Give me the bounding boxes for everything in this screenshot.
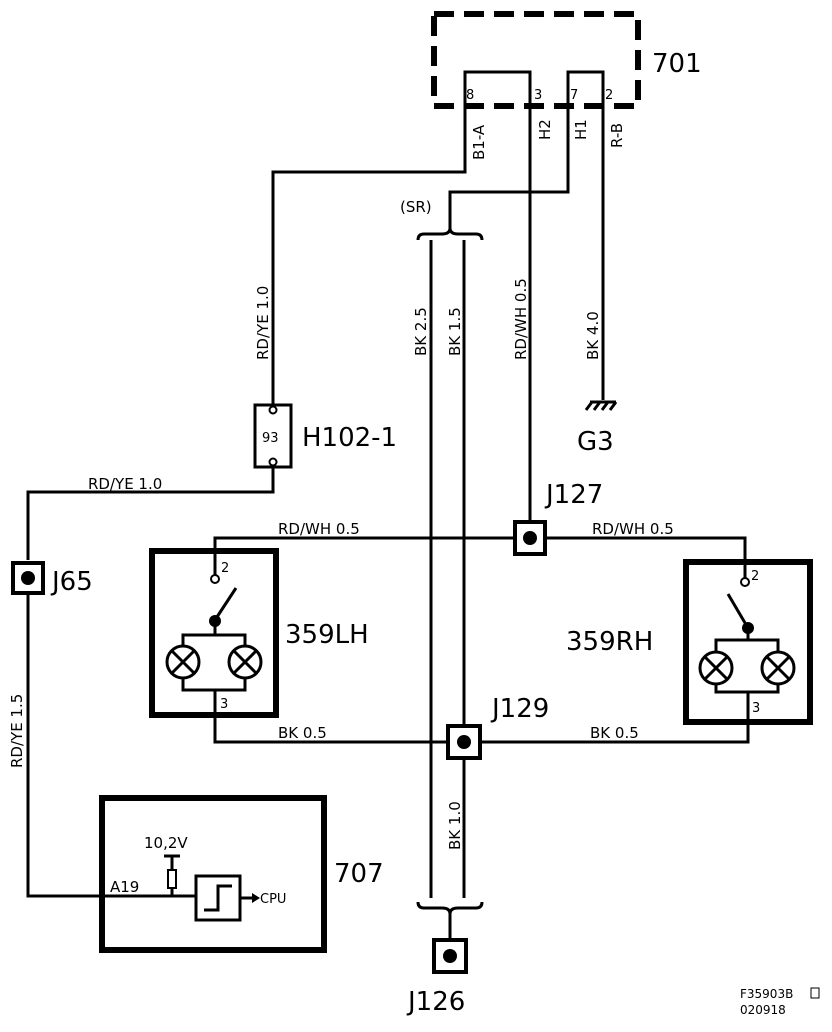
connector-h102-pin: 93 [262,431,279,446]
ground-hatch-3 [600,401,610,411]
wire-bk-rh-j129 [480,692,750,744]
lamp-rh-switch-blade [726,593,750,629]
wire-rdye-h102-j65 [26,467,275,560]
sr-brace-bottom [416,901,484,915]
lamp-lh-pin-bottom: 3 [220,697,228,712]
wire-rdye-701-h102 [271,100,467,405]
splice-j127-dot [523,531,537,545]
component-701-label: 701 [652,49,702,79]
connector-h102 [253,403,293,469]
lamp-lh-switch-blade [213,587,238,621]
module-707-output: CPU [260,892,286,907]
pin-loop-7-2 [566,70,605,100]
lamp-rh-bulb-1-x2 [703,655,729,681]
connector-h102-pin-top [268,405,278,415]
wire-label-rdwh-05-v: RD/WH 0.5 [512,278,530,360]
wire-bk-lh-j129 [213,690,448,744]
splice-j126-label: J126 [406,987,465,1017]
wire-label-rdye-10-h: RD/YE 1.0 [88,475,162,493]
lamp-lh-bulb-1-x2 [170,649,196,675]
wire-label-bk-05-r: BK 0.5 [590,724,639,742]
sr-label: (SR) [400,198,432,216]
wire-label-rdye-15: RD/YE 1.5 [8,694,26,768]
splice-j65-label: J65 [50,567,93,597]
wire-label-bk-15: BK 1.5 [446,307,464,356]
ground-hatch-4 [608,401,618,411]
lamp-rh-frame [714,628,780,694]
splice-j65-dot [21,571,35,585]
wire-label-rdye-10: RD/YE 1.0 [254,286,272,360]
signal-b1a: B1-A [470,124,488,160]
wire-label-rdwh-05-l: RD/WH 0.5 [278,520,360,538]
sr-brace-top [416,227,484,241]
module-707-label: 707 [334,859,384,889]
wire-rdwh-j127-rh [545,536,747,578]
schmitt-step-icon [204,884,232,912]
lamp-rh-pin-top: 2 [751,569,759,584]
cpu-arrow-icon [252,893,260,903]
splice-j127-label: J127 [544,480,603,510]
wire-701-sr [448,100,570,232]
lamp-rh-pin-bottom: 3 [752,701,760,716]
pin-loop-8-3 [463,70,532,100]
signal-h1: H1 [572,119,590,140]
lamp-359rh-label: 359RH [566,627,653,657]
ground-g3-label: G3 [577,427,614,457]
lamp-rh-switch-contact [740,577,750,587]
footer-date: 020918 [740,1003,786,1017]
wire-label-bk-40: BK 4.0 [584,311,602,360]
signal-h2: H2 [536,119,554,140]
splice-j126-dot [443,949,457,963]
wire-label-bk-25: BK 2.5 [412,307,430,356]
signal-rb: R-B [608,123,626,148]
wire-label-bk-05-l: BK 0.5 [278,724,327,742]
wire-rdwh-j127-lh [213,536,515,575]
wire-label-rdwh-05-r: RD/WH 0.5 [592,520,674,538]
pullup-resistor-icon [167,869,177,889]
ground-hatch-1 [584,401,594,411]
lamp-359lh-label: 359LH [285,620,369,650]
wire-label-bk-10: BK 1.0 [446,801,464,850]
lamp-lh-switch-contact [210,574,220,584]
ground-hatch-2 [592,401,602,411]
lamp-lh-bulb-2-x2 [232,649,258,675]
footer-code: F35903B [740,987,793,1001]
pin-3-label: 3 [534,88,542,103]
lamp-lh-pin-top: 2 [221,561,229,576]
footer-box-icon [810,987,820,999]
pin-7-label: 7 [570,88,578,103]
pin-2-label: 2 [605,88,613,103]
module-707-box [99,795,327,953]
splice-j129-label: J129 [490,694,549,724]
module-707-voltage: 10,2V [144,834,188,852]
module-707-pin: A19 [110,878,139,896]
component-701-box [431,11,641,109]
connector-h102-pin-bottom [268,457,278,467]
pin-8-label: 8 [466,88,474,103]
connector-h102-label: H102-1 [302,423,397,453]
splice-j129-dot [457,735,471,749]
lamp-lh-frame [181,621,247,692]
lamp-rh-bulb-2-x2 [765,655,791,681]
wire-rdye-j65-707 [26,593,170,898]
